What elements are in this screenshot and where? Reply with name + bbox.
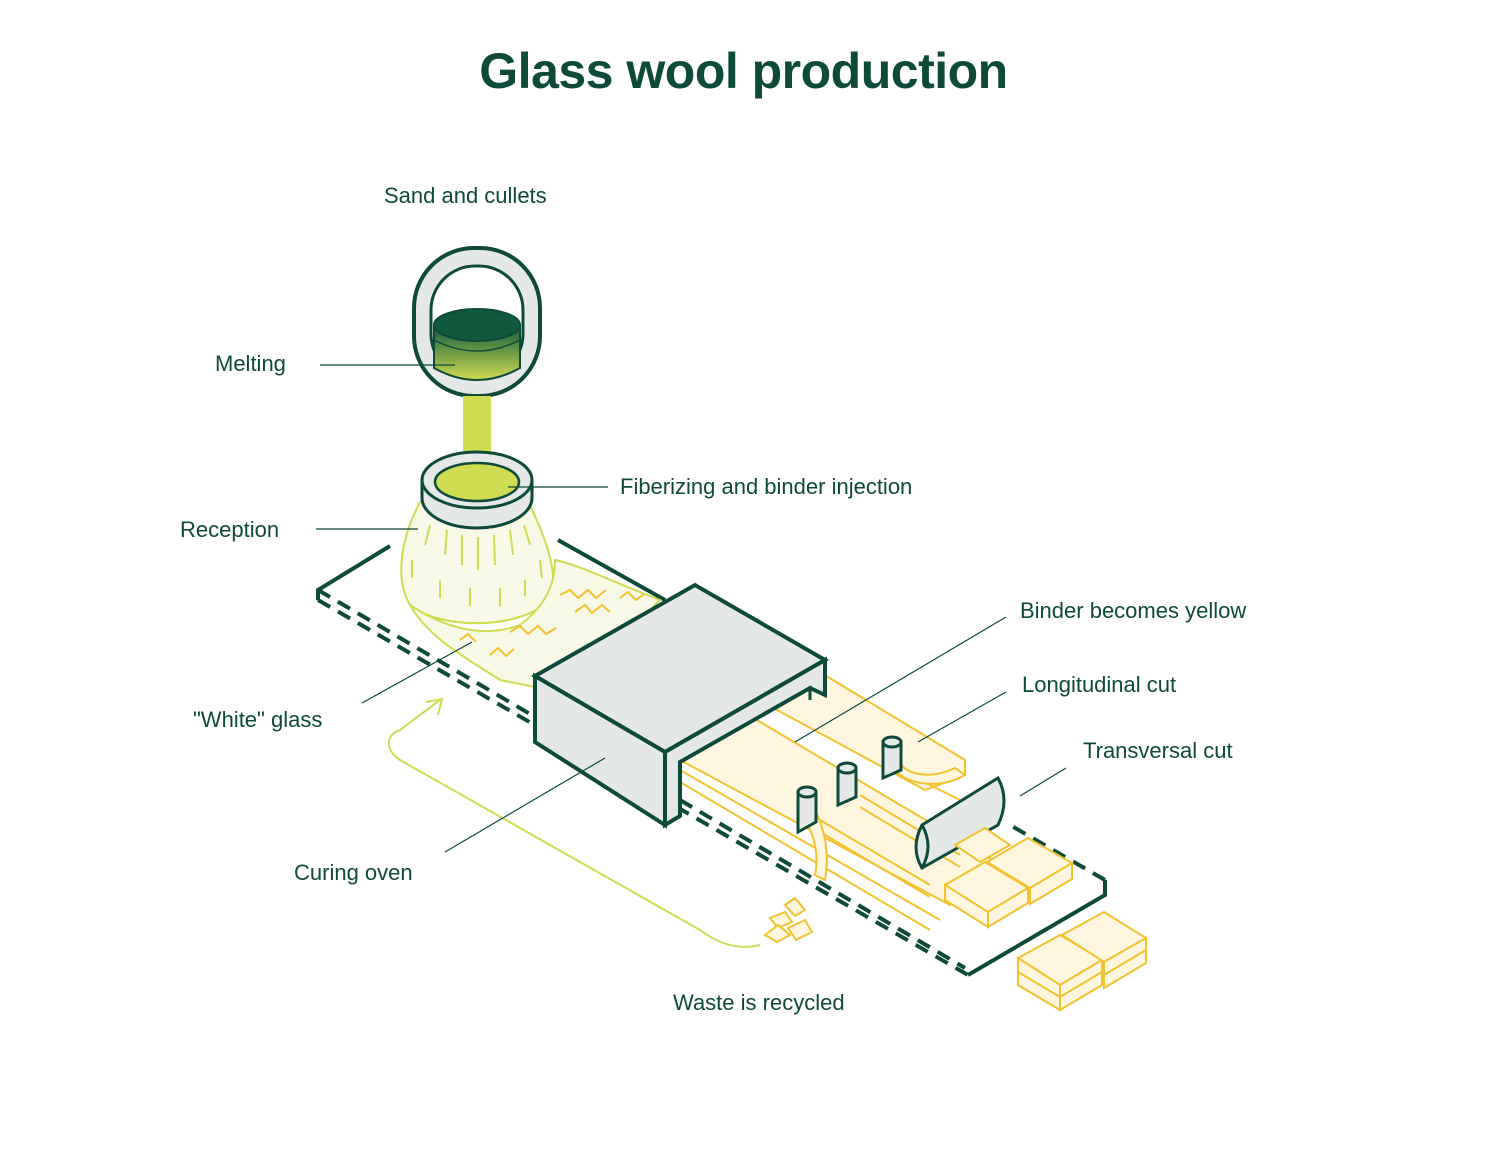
fiberizing-spinner xyxy=(420,450,534,530)
diagram-title: Glass wool production xyxy=(479,43,1008,99)
leader-lines xyxy=(316,364,1067,853)
label-waste-recycled: Waste is recycled xyxy=(673,990,845,1015)
label-fiberizing: Fiberizing and binder injection xyxy=(620,474,913,499)
waste-pieces xyxy=(763,896,814,944)
label-curing-oven: Curing oven xyxy=(294,860,413,885)
curing-oven xyxy=(530,582,830,829)
label-binder-yellow: Binder becomes yellow xyxy=(1020,598,1247,623)
stacked-boards xyxy=(1016,910,1148,1012)
transversal-leader xyxy=(1019,767,1067,797)
label-longitudinal-cut: Longitudinal cut xyxy=(1022,672,1177,697)
longitudinal-cutters xyxy=(796,735,903,835)
label-reception: Reception xyxy=(180,517,280,542)
melting-furnace xyxy=(412,246,542,398)
label-white-glass: "White" glass xyxy=(193,707,323,732)
label-sand-and-cullets: Sand and cullets xyxy=(384,183,547,208)
white-glass-mat xyxy=(409,558,662,690)
label-transversal-cut: Transversal cut xyxy=(1083,738,1233,763)
white-glass-leader xyxy=(361,641,473,704)
cut-boards xyxy=(943,826,1074,929)
transversal-cutter xyxy=(914,775,1006,871)
longitudinal-leader xyxy=(917,691,1007,743)
recycle-arrow xyxy=(387,697,761,948)
label-melting: Melting xyxy=(215,351,286,376)
binder-leader xyxy=(794,616,1007,743)
curing-oven-leader xyxy=(444,757,606,853)
